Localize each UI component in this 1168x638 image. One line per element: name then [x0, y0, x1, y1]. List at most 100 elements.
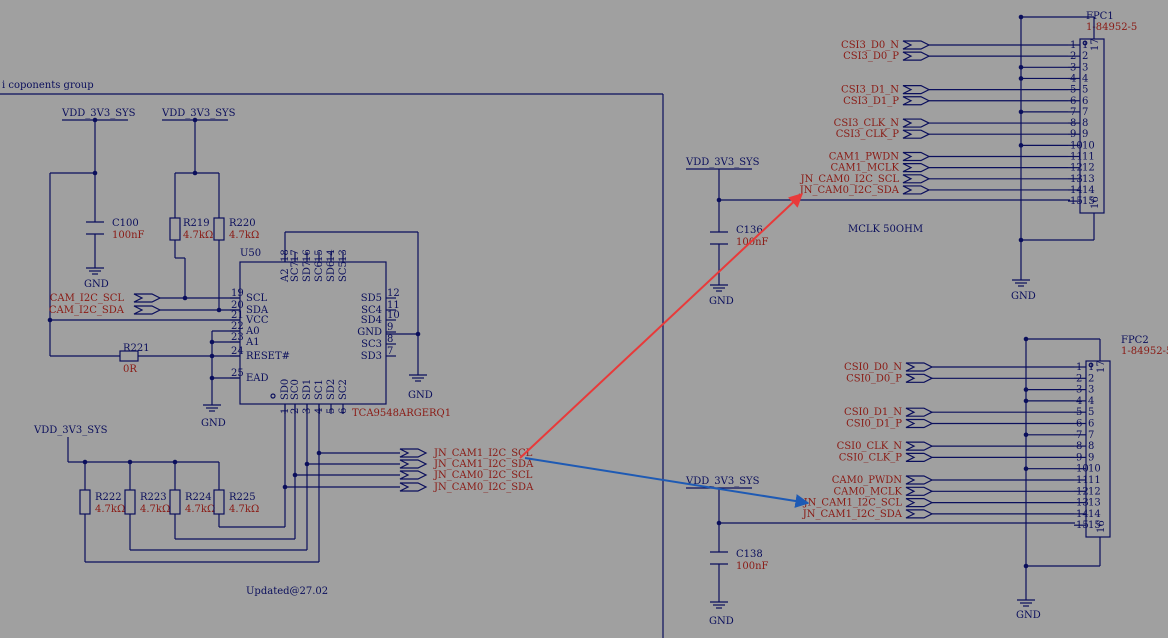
- net-label: CSI0_CLK_N: [837, 441, 903, 452]
- fpc-pin-name: 7: [1082, 107, 1088, 118]
- fpc-pin-number: 6: [1070, 96, 1076, 107]
- net-port: CSI3_D1_P: [843, 96, 1068, 107]
- mux-pin-name: SD0: [280, 379, 291, 400]
- net-label: CAM_I2C_SCL: [50, 293, 125, 304]
- mux-pin-name: SD6: [326, 261, 337, 282]
- net-label: JN_CAM0_I2C_SDA: [799, 185, 900, 196]
- mux-pin-name: SC0: [290, 379, 301, 400]
- fpc-pin-name: 12: [1088, 486, 1101, 497]
- c100-value: 100nF: [112, 230, 145, 241]
- fpc-pin-number: 1: [1076, 362, 1082, 373]
- svg-text:GND: GND: [84, 279, 109, 290]
- net-port: CSI0_CLK_N: [837, 441, 1074, 452]
- net-port: CSI0_D0_N: [844, 362, 1074, 373]
- net-label: CSI3_D1_N: [841, 85, 899, 96]
- mux-part: TCA9548ARGERQ1: [352, 408, 451, 419]
- mux-pin-name: SC4: [361, 305, 382, 316]
- resistor-r219[interactable]: R219 4.7kΩ: [169, 217, 213, 241]
- fpc-pin-name: 4: [1082, 73, 1088, 84]
- fpc-pin-number: 4: [1076, 396, 1082, 407]
- net-port: JN_CAM1_I2C_SCL: [399, 448, 533, 459]
- net-port: CAM1_MCLK: [831, 163, 1068, 174]
- gnd-c136: GND: [709, 284, 734, 307]
- fpc-pin-number: 8: [1070, 118, 1076, 129]
- net-port: CSI0_D1_P: [846, 419, 1074, 430]
- fpc-pin-number: 12: [1070, 163, 1083, 174]
- fpc-pin-number: 14: [1070, 185, 1083, 196]
- fpc-pin-name: 2: [1082, 51, 1088, 62]
- fpc-pin-number: 8: [1076, 441, 1082, 452]
- mux-pin-name: SCL: [246, 293, 268, 304]
- fpc1-ref: FPC1: [1086, 11, 1114, 22]
- gnd-c100: GND: [84, 267, 109, 290]
- net-port: JN_CAM0_I2C_SDA: [399, 482, 534, 493]
- mux-port-labels: JN_CAM1_I2C_SCLJN_CAM1_I2C_SDAJN_CAM0_I2…: [399, 448, 534, 493]
- net-port: JN_CAM1_I2C_SDA: [399, 459, 534, 470]
- net-label: JN_CAM0_I2C_SCL: [800, 174, 900, 185]
- resistor-r221[interactable]: R221 0R: [119, 343, 150, 375]
- fpc-pin-number: 3: [1076, 385, 1082, 396]
- mclk-note: MCLK 50OHM: [848, 224, 923, 235]
- pullup-value: 4.7kΩ: [229, 504, 259, 515]
- c136-value: 100nF: [736, 237, 769, 248]
- net-port: CSI3_D0_N: [841, 40, 1068, 51]
- r221-ref: R221: [123, 343, 150, 354]
- net-port: CAM0_MCLK: [834, 486, 1074, 497]
- fpc1-part: 1-84952-5: [1086, 22, 1137, 33]
- fpc-pin-name: 15: [1082, 196, 1095, 207]
- svg-text:GND: GND: [1011, 291, 1036, 302]
- mux-pin-name: SC5: [338, 261, 349, 282]
- net-label: CSI3_CLK_P: [836, 129, 900, 140]
- mux-pin-name: SC3: [361, 339, 382, 350]
- fpc-pin-number: 7: [1070, 107, 1076, 118]
- fpc-pin-number: 11: [1070, 152, 1083, 163]
- mux-pin-number: 8: [387, 334, 393, 345]
- mux-pin-number: 15: [314, 249, 325, 262]
- mux-pin-name: SD7: [302, 261, 313, 282]
- updated-note: Updated@27.02: [246, 586, 328, 597]
- net-label: CSI0_D1_P: [846, 419, 902, 430]
- net-label: JN_CAM1_I2C_SDA: [802, 509, 903, 520]
- power-label-c136: VDD_3V3_SYS: [685, 157, 760, 168]
- mux-pin-name: A1: [245, 337, 260, 348]
- net-label: CSI0_D1_N: [844, 407, 902, 418]
- red-annotation-arrow: [519, 193, 804, 459]
- fpc-pin-name: 6: [1082, 96, 1088, 107]
- net-port: CSI3_CLK_N: [834, 118, 1068, 129]
- mux-pin-number: 1: [280, 408, 291, 414]
- fpc-pin-name: 2: [1088, 373, 1094, 384]
- fpc-side-pin: 16: [1090, 196, 1101, 209]
- fpc-pin-name: 5: [1088, 407, 1094, 418]
- mux-pin-name: EAD: [246, 373, 269, 384]
- fpc-body: [1085, 360, 1111, 538]
- fpc-pin-name: 8: [1082, 118, 1088, 129]
- fpc-pin-number: 11: [1076, 475, 1089, 486]
- capacitor-c136[interactable]: C136 100nF: [710, 225, 769, 248]
- net-label: JN_CAM0_I2C_SCL: [433, 470, 533, 481]
- right-power-wiring: [686, 168, 1075, 602]
- resistor-r220[interactable]: R220 4.7kΩ: [213, 217, 259, 241]
- pullup-resistors[interactable]: R222 4.7kΩ R223 4.7kΩ R224 4.7kΩ R225 4.…: [79, 489, 259, 515]
- net-label: CAM0_PWDN: [832, 475, 902, 486]
- capacitor-c138[interactable]: C138 100nF: [710, 549, 769, 572]
- fpc-pin-name: 5: [1082, 85, 1088, 96]
- net-port: CSI0_D1_N: [844, 407, 1074, 418]
- fpc-pin-number: 15: [1070, 196, 1083, 207]
- pullup-ref: R224: [185, 492, 212, 503]
- left-junctions: [47, 117, 421, 490]
- fpc-pin-name: 1: [1088, 362, 1094, 373]
- mux-pin-name: SDA: [246, 305, 269, 316]
- capacitor-c100[interactable]: C100 100nF: [86, 218, 145, 241]
- mux-pin-number: 13: [338, 249, 349, 262]
- mux-pin-number: 23: [231, 332, 244, 343]
- mux-pin-name: SD2: [326, 379, 337, 400]
- pullup-value: 4.7kΩ: [185, 504, 215, 515]
- fpc-pin-name: 14: [1082, 185, 1095, 196]
